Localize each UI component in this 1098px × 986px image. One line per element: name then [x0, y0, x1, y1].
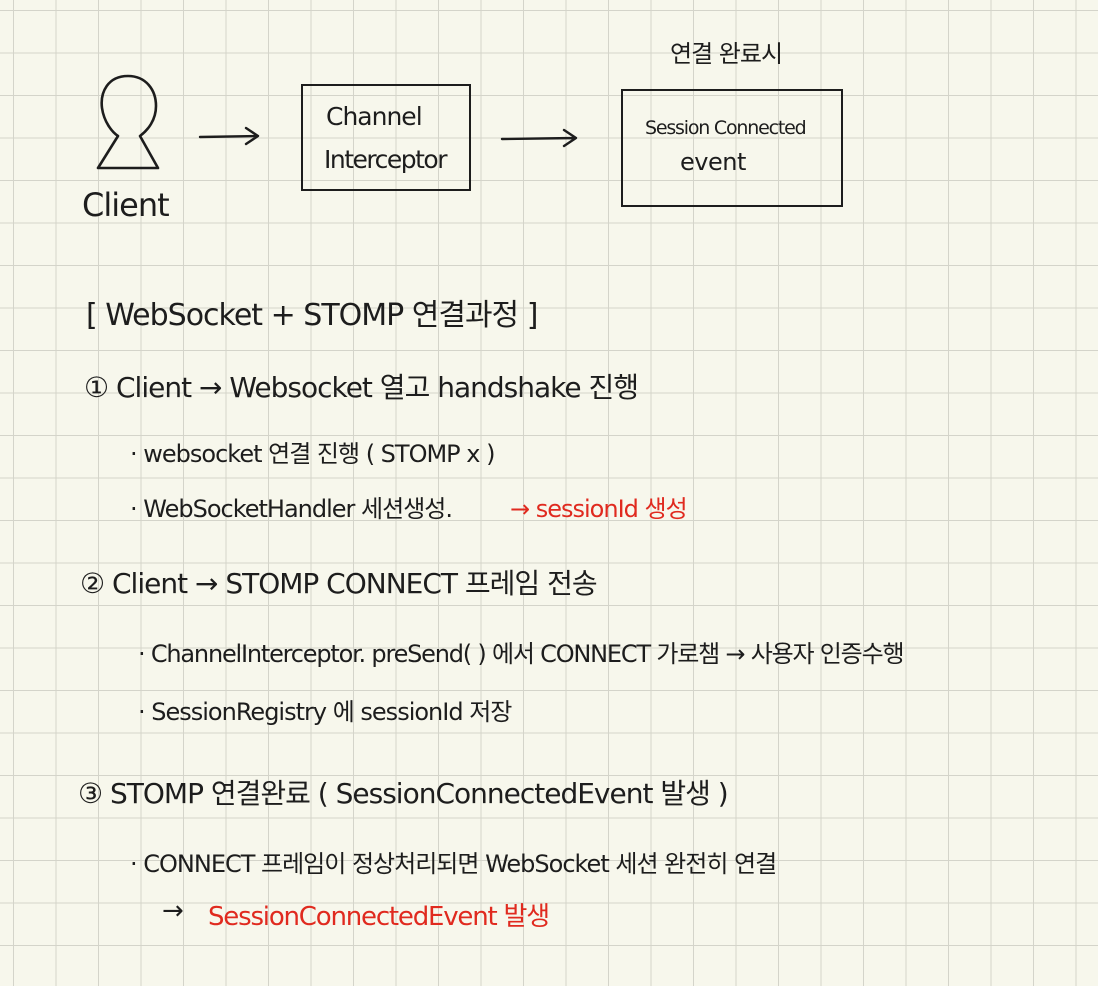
step3-arrow: → [162, 896, 184, 926]
step3-heading: ③ STOMP 연결완료 ( SessionConnectedEvent 발생 … [78, 777, 729, 810]
arrow-right-icon [500, 128, 580, 150]
connection-complete-caption: 연결 완료시 [670, 40, 783, 68]
step2-bullet2: · SessionRegistry 에 sessionId 저장 [138, 698, 512, 726]
step3-bullet1: · CONNECT 프레임이 정상처리되면 WebSocket 세션 완전히 연… [130, 850, 777, 878]
channel-interceptor-box [301, 84, 471, 191]
step1-bullet1: · websocket 연결 진행 ( STOMP x ) [130, 440, 495, 468]
notes-title: [ WebSocket + STOMP 연결과정 ] [86, 298, 538, 333]
client-person-icon [88, 70, 168, 180]
step1-heading: ① Client → Websocket 열고 handshake 진행 [84, 371, 639, 404]
session-connected-event-box [621, 89, 843, 207]
channel-interceptor-line2: Interceptor [324, 145, 448, 174]
step1-bullet2-result: → sessionId 생성 [510, 495, 688, 523]
session-connected-line2: event [680, 148, 746, 176]
step2-heading: ② Client → STOMP CONNECT 프레임 전송 [80, 567, 598, 600]
step1-bullet2: · WebSocketHandler 세션생성. [130, 495, 453, 523]
arrow-right-icon [198, 125, 262, 147]
channel-interceptor-line1: Channel [326, 102, 423, 131]
step3-result: SessionConnectedEvent 발생 [208, 902, 550, 932]
client-label: Client [82, 186, 170, 224]
session-connected-line1: Session Connected [645, 117, 807, 139]
step2-bullet1: · ChannelInterceptor. preSend( ) 에서 CONN… [138, 640, 905, 668]
